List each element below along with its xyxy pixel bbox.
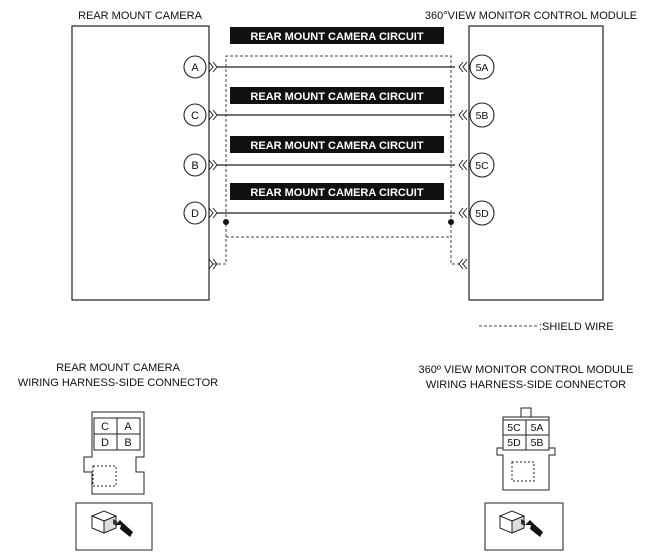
circuit-label-3: REAR MOUNT CAMERA CIRCUIT	[230, 183, 444, 200]
legend-text: :SHIELD WIRE	[539, 321, 614, 333]
left-pin-c: C	[183, 103, 207, 127]
shield-junction-left	[223, 219, 229, 225]
right-connector-view-icon	[484, 502, 564, 551]
right-connector-title-line1: 360º VIEW MONITOR CONTROL MODULE	[419, 364, 634, 376]
right-connector-title-line2: WIRING HARNESS-SIDE CONNECTOR	[426, 379, 626, 391]
left-pin-d: D	[183, 201, 207, 225]
circuit-label-text: REAR MOUNT CAMERA CIRCUIT	[250, 31, 423, 43]
connector-chevrons	[208, 61, 468, 270]
pin-label: C	[191, 110, 199, 122]
circuit-lines	[217, 66, 455, 214]
left-connector-housing	[83, 411, 145, 495]
pin-label: 5C	[475, 160, 489, 172]
right-connector-pin-label: 5A	[531, 422, 544, 434]
chevron-left-d	[208, 207, 218, 219]
circuit-label-1: REAR MOUNT CAMERA CIRCUIT	[230, 87, 444, 104]
right-connector-face	[496, 407, 556, 491]
pin-label: A	[191, 62, 199, 74]
left-pin-b: B	[183, 153, 207, 177]
chevron-right-5a	[458, 61, 468, 73]
pin-label: D	[191, 208, 199, 220]
left-connector-latch	[92, 465, 117, 487]
chevron-left-c	[208, 109, 218, 121]
shield-wire	[213, 55, 463, 265]
left-connector-face	[83, 411, 145, 495]
right-connector-pin-label: 5D	[507, 437, 521, 449]
right-connector-pin-label: 5C	[507, 422, 521, 434]
left-connector-title-line2: WIRING HARNESS-SIDE CONNECTOR	[18, 377, 218, 389]
circuit-label-0: REAR MOUNT CAMERA CIRCUIT	[230, 27, 444, 44]
right-cell-5b	[525, 434, 550, 451]
chevron-right-shield	[458, 258, 468, 270]
left-connector-view-icon	[75, 502, 153, 551]
left-component-title: REAR MOUNT CAMERA	[78, 10, 203, 22]
right-component-title: 360°VIEW MONITOR CONTROL MODULE	[425, 10, 637, 22]
shield-wire-outline	[213, 55, 463, 265]
right-pin-5a: 5A	[469, 54, 495, 80]
circuit-label-2: REAR MOUNT CAMERA CIRCUIT	[230, 136, 444, 153]
left-connector-pin-label: A	[124, 421, 132, 433]
left-cell-b	[116, 433, 141, 451]
right-pin-5d: 5D	[469, 200, 495, 226]
right-pin-5b: 5B	[469, 102, 495, 128]
left-connector-pin-label: C	[101, 421, 109, 433]
circuit-label-text: REAR MOUNT CAMERA CIRCUIT	[250, 140, 423, 152]
chevron-right-5c	[458, 159, 468, 171]
pin-label: 5A	[476, 62, 489, 74]
shield-junction-right	[448, 219, 454, 225]
shield-wire-legend: :SHIELD WIRE	[479, 321, 614, 333]
right-connector-latch	[511, 461, 535, 482]
pin-label: B	[191, 160, 198, 172]
left-connector-pin-label: D	[101, 437, 109, 449]
circuit-label-text: REAR MOUNT CAMERA CIRCUIT	[250, 187, 423, 199]
pin-label: 5D	[475, 208, 489, 220]
right-connector-key	[520, 407, 532, 418]
left-connector-pin-label: B	[124, 437, 131, 449]
chevron-left-shield	[208, 258, 218, 270]
chevron-right-5d	[458, 207, 468, 219]
circuit-label-text: REAR MOUNT CAMERA CIRCUIT	[250, 91, 423, 103]
left-pin-a: A	[183, 55, 207, 79]
right-pin-5c: 5C	[469, 152, 495, 178]
right-connector-pin-label: 5B	[531, 437, 544, 449]
chevron-right-5b	[458, 109, 468, 121]
chevron-left-a	[208, 61, 218, 73]
chevron-left-b	[208, 159, 218, 171]
left-connector-title-line1: REAR MOUNT CAMERA	[56, 362, 181, 374]
pin-label: 5B	[476, 110, 489, 122]
